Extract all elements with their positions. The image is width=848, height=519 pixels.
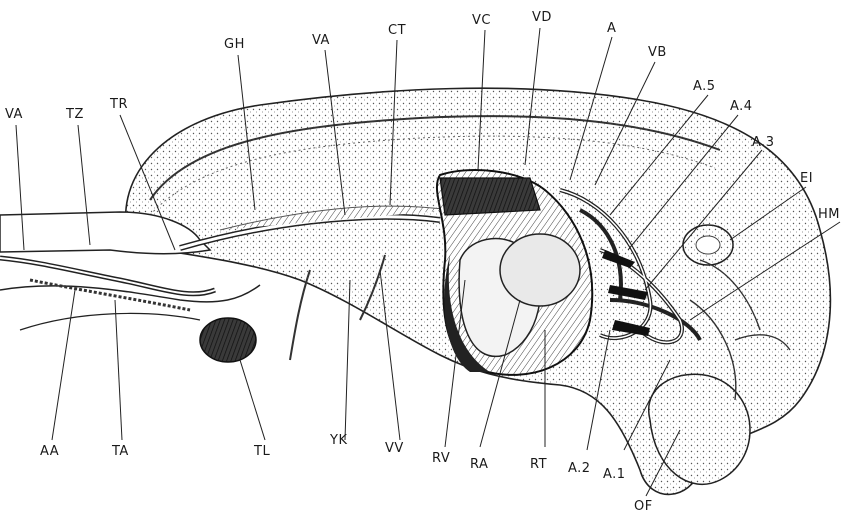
label-a1: A.1	[603, 468, 626, 481]
label-of: OF	[634, 500, 653, 513]
label-vc: VC	[472, 14, 491, 27]
label-vb: VB	[648, 46, 667, 59]
label-yk: YK	[330, 434, 347, 447]
label-a: A	[607, 22, 616, 35]
label-ta: TA	[112, 445, 129, 458]
label-rt: RT	[530, 458, 547, 471]
label-tz: TZ	[66, 108, 84, 121]
label-va-top: VA	[312, 34, 330, 47]
label-vd: VD	[532, 11, 552, 24]
label-va-left: VA	[5, 108, 23, 121]
label-a4: A.4	[730, 100, 753, 113]
label-tl: TL	[254, 445, 270, 458]
label-a5: A.5	[693, 80, 716, 93]
label-tr: TR	[110, 98, 128, 111]
label-a3: A.3	[752, 136, 775, 149]
label-vv: VV	[385, 442, 404, 455]
label-ei: EI	[800, 172, 813, 185]
label-gh: GH	[224, 38, 245, 51]
label-ct: CT	[388, 24, 406, 37]
label-ra: RA	[470, 458, 488, 471]
label-hm: HM	[818, 208, 840, 221]
label-a2: A.2	[568, 462, 591, 475]
label-rv: RV	[432, 452, 450, 465]
label-aa: AA	[40, 445, 59, 458]
